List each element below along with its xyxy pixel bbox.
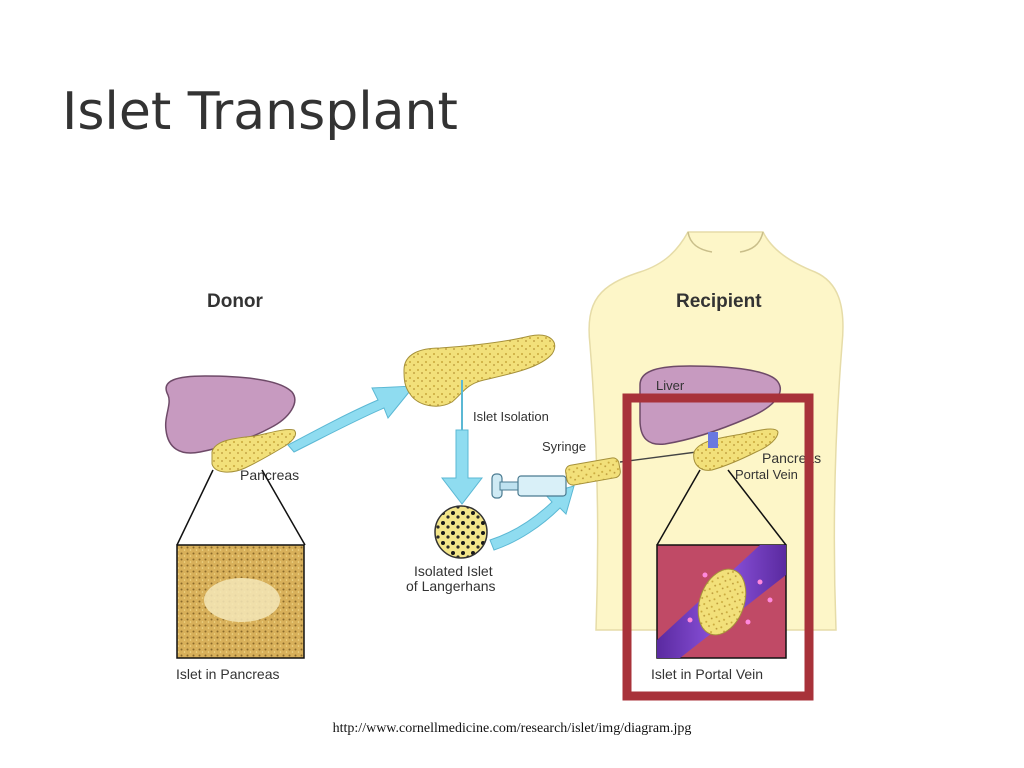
recipient-label: Recipient [676, 291, 762, 312]
donor-pancreas-label: Pancreas [240, 467, 299, 483]
slide-title: Islet Transplant [62, 82, 458, 142]
donor-pancreas [211, 429, 297, 473]
arrow-to-isolated-islet [440, 429, 484, 505]
islet-in-portal-vein-label: Islet in Portal Vein [651, 666, 763, 682]
source-url: http://www.cornellmedicine.com/research/… [332, 721, 692, 736]
extracted-pancreas [403, 334, 556, 407]
arrow-to-pancreas [287, 385, 416, 453]
portal-vein-label: Portal Vein [735, 467, 798, 482]
donor-label: Donor [207, 291, 264, 312]
arrow-to-syringe [489, 485, 575, 551]
isolated-islet [434, 505, 488, 559]
donor-liver [164, 375, 296, 454]
syringe [491, 449, 713, 499]
islet-isolation-label: Islet Isolation [473, 409, 549, 424]
highlight-frame [622, 393, 814, 701]
isolated-islet-label-line1: Isolated Islet [414, 563, 493, 579]
recipient-neck [687, 231, 764, 253]
liver-label: Liver [656, 378, 685, 393]
islet-in-pancreas-label: Islet in Pancreas [176, 666, 280, 682]
syringe-label: Syringe [542, 439, 586, 454]
isolated-islet-label-line2: of Langerhans [406, 578, 496, 594]
